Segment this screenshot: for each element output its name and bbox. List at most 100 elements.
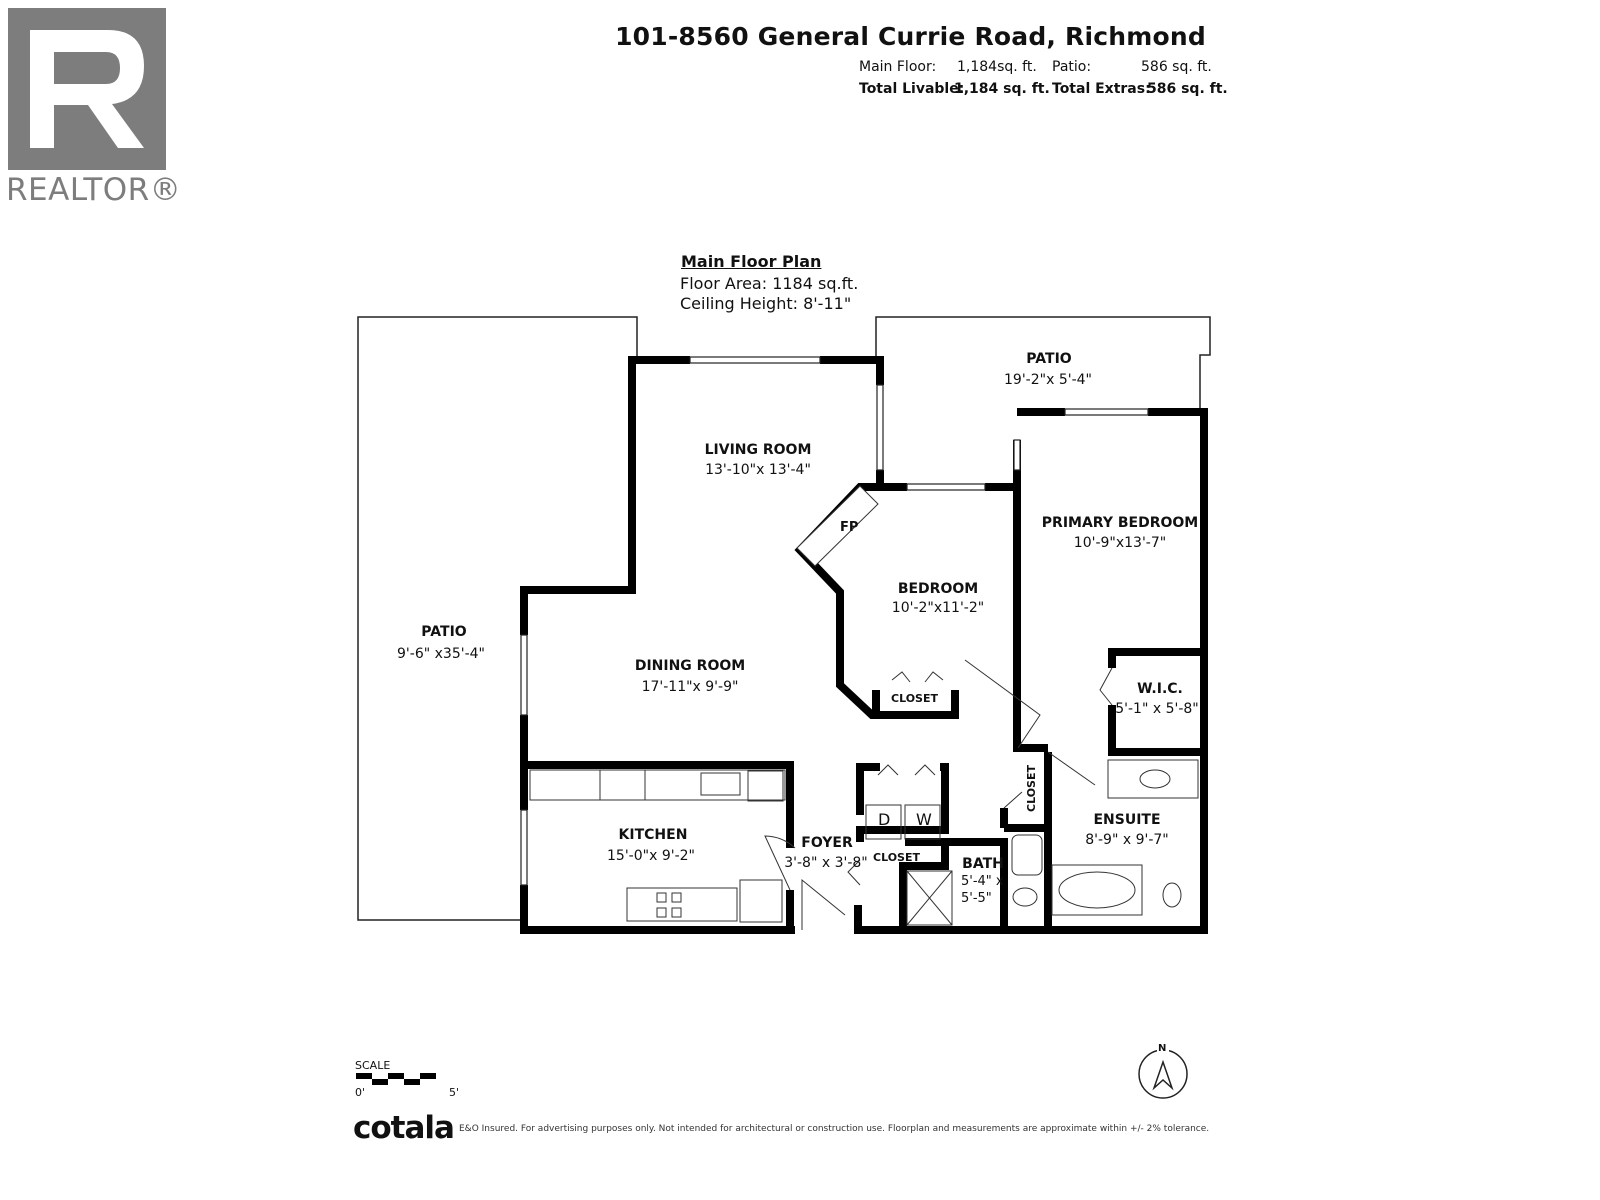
cotala-logo: cotala <box>353 1110 455 1146</box>
property-address-title: 101-8560 General Currie Road, Richmond <box>615 22 1206 51</box>
room-name-living: LIVING ROOM <box>704 442 812 458</box>
scale-label: SCALE <box>355 1059 391 1072</box>
bathtub <box>1051 864 1143 916</box>
hall-closet-door <box>1003 791 1023 809</box>
dryer-label: D <box>878 810 891 829</box>
kitchen-sink <box>700 772 741 796</box>
wall-foyer-closet <box>899 838 949 930</box>
foyer-closet-door <box>847 859 861 886</box>
wall-laundry-right <box>856 763 949 842</box>
fixtures <box>529 485 1199 930</box>
scale-bar-icon <box>356 1073 436 1085</box>
ceiling-height: Ceiling Height: 8'-11" <box>680 294 852 313</box>
patio-value: 586 sq. ft. <box>1141 59 1212 75</box>
total-extras-label: Total Extras: <box>1052 81 1151 97</box>
window-primary <box>1064 408 1149 416</box>
patio-left-outline <box>357 316 638 921</box>
ensuite-toilet <box>1162 882 1182 908</box>
patio-outlines <box>357 316 1211 921</box>
fireplace-outline <box>796 485 879 567</box>
room-name-bedroom: BEDROOM <box>897 581 979 597</box>
compass-north-label: N <box>1158 1043 1167 1054</box>
wall-living-top-right <box>820 356 884 385</box>
room-name-dining: DINING ROOM <box>634 658 746 674</box>
walls <box>520 356 1208 934</box>
total-livable-value: 1,184 sq. ft. <box>954 81 1050 97</box>
window-living-top <box>689 356 821 364</box>
scale-end: 5' <box>449 1086 460 1099</box>
room-dims-patio-top: 19'-2"x 5'-4" <box>1004 372 1092 388</box>
wall-bath-left <box>945 838 1008 930</box>
room-name-patio-top: PATIO <box>1026 351 1072 367</box>
window-bedroom <box>906 483 986 491</box>
wall-bottom-left <box>520 885 795 934</box>
ensuite-sink <box>1139 769 1171 789</box>
bedroom-closet-doors <box>891 671 944 683</box>
total-extras-value: 586 sq. ft. <box>1147 81 1228 97</box>
room-dims-dining: 17'-11"x 9'-9" <box>641 679 739 695</box>
wall-living-left <box>520 356 690 635</box>
bath-toilet <box>1012 887 1038 907</box>
windows <box>520 356 1149 886</box>
wall-bedroom-primary <box>1013 470 1048 752</box>
realtor-logo-icon <box>8 8 166 170</box>
room-name-patio-left: PATIO <box>421 624 467 640</box>
main-floor-value: 1,184sq. ft. <box>957 59 1037 75</box>
hall-closet-label: CLOSET <box>1025 765 1038 812</box>
total-livable-label: Total Livable: <box>859 81 965 97</box>
room-name-foyer: FOYER <box>801 835 853 851</box>
patio-label: Patio: <box>1052 59 1092 75</box>
window-primary-side <box>1013 439 1021 471</box>
room-name-ensuite: ENSUITE <box>1093 812 1161 828</box>
laundry-doors <box>877 764 936 776</box>
kitchen-upper-counter <box>529 769 786 801</box>
room-dims-patio-left: 9'-6" x35'-4" <box>397 646 485 662</box>
room-name-bath: BATH <box>962 856 1004 872</box>
wall-kitchen-top <box>528 761 794 848</box>
scale-start: 0' <box>355 1086 366 1099</box>
wall-laundry-left <box>856 763 880 815</box>
north-compass-icon <box>1138 1043 1188 1099</box>
room-dims-primary-bedroom: 10'-9"x13'-7" <box>1073 535 1167 551</box>
ensuite-vanity <box>1107 759 1199 799</box>
kitchen-lower-counter <box>626 887 738 922</box>
room-dims-living: 13'-10"x 13'-4" <box>705 462 811 478</box>
disclaimer-text: E&O Insured. For advertising purposes on… <box>459 1124 1210 1134</box>
room-dims-bath-line2: 5'-5" <box>961 891 992 906</box>
foyer-closet-label: CLOSET <box>873 851 920 864</box>
room-dims-wic: 5'-1" x 5'-8" <box>1115 701 1199 717</box>
washer-label: W <box>916 810 932 829</box>
floor-area: Floor Area: 1184 sq.ft. <box>680 274 859 293</box>
room-dims-foyer: 3'-8" x 3'-8" <box>784 855 868 871</box>
window-kitchen <box>520 809 528 886</box>
room-dims-bath-line1: 5'-4" x <box>961 874 1004 889</box>
wic-door <box>1099 667 1113 706</box>
dishwasher <box>747 770 784 802</box>
room-dims-kitchen: 15'-0"x 9'-2" <box>607 848 695 864</box>
bath-sink <box>1011 834 1043 876</box>
fridge <box>739 879 783 923</box>
stove-burners <box>656 892 682 918</box>
room-name-wic: W.I.C. <box>1137 681 1183 697</box>
entry-door <box>801 878 846 930</box>
fireplace-label: FP <box>840 520 859 535</box>
wall-bedroom-top-left <box>876 470 907 491</box>
bedroom-door-swing <box>964 659 1041 749</box>
shower <box>906 870 953 926</box>
kitchen-door-swing <box>764 835 796 891</box>
patio-top-outline <box>875 316 1211 410</box>
wall-wic-top <box>1108 648 1204 668</box>
dryer-box <box>865 804 902 840</box>
room-name-kitchen: KITCHEN <box>618 827 688 843</box>
main-floor-label: Main Floor: <box>859 59 937 75</box>
wall-wic-bottom <box>1108 705 1204 756</box>
realtor-logo-text: REALTOR® <box>6 172 182 208</box>
washer-box <box>904 804 941 840</box>
room-name-primary-bedroom: PRIMARY BEDROOM <box>1041 515 1199 531</box>
wall-bedroom-top-right <box>985 440 1021 491</box>
room-dims-ensuite: 8'-9" x 9'-7" <box>1085 832 1169 848</box>
ensuite-door-swing <box>1047 751 1096 786</box>
bedroom-closet-label: CLOSET <box>891 692 938 705</box>
